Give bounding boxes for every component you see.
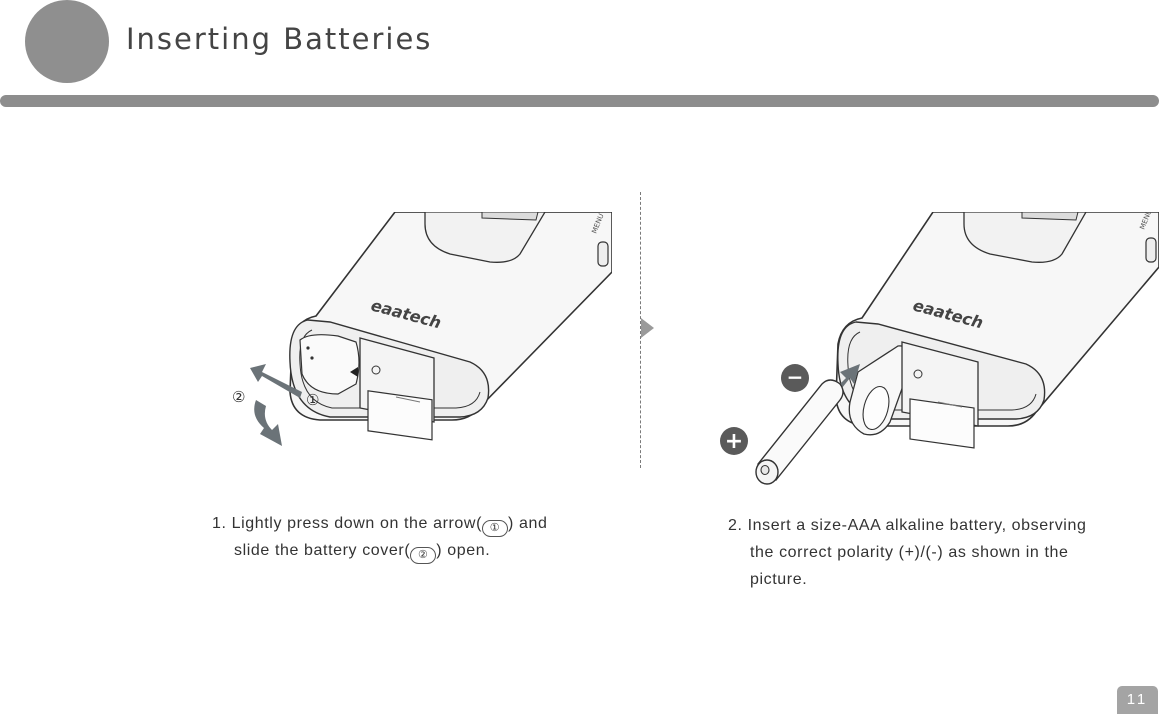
instruction-2-line-2: the correct polarity (+)/(-) as shown in…: [750, 544, 1069, 561]
header-circle-decoration: [25, 0, 109, 83]
minus-polarity-badge: −: [787, 365, 804, 389]
step-arrow-icon: [641, 318, 654, 338]
inline-callout-2: ②: [410, 547, 437, 564]
instruction-step-1: 1. Lightly press down on the arrow(①) an…: [212, 510, 547, 564]
device-illustration-2: eaatech MENU − +: [720, 212, 1159, 485]
device-illustration-1: eaatech MENU ② ①: [232, 212, 612, 446]
illustration-open-cover: eaatech MENU ② ①: [220, 212, 612, 462]
callout-2: ②: [232, 388, 245, 406]
plus-polarity-badge: +: [725, 429, 743, 454]
instruction-2-line-3: picture.: [750, 571, 808, 588]
instruction-2-line-1: 2. Insert a size-AAA alkaline battery, o…: [728, 517, 1087, 534]
inline-callout-1: ①: [482, 520, 509, 537]
header-bar: [0, 95, 1159, 107]
page-title: Inserting Batteries: [126, 22, 433, 56]
instruction-1-line-2: slide the battery cover(②) open.: [212, 537, 547, 564]
callout-1: ①: [306, 391, 319, 409]
instruction-step-2: 2. Insert a size-AAA alkaline battery, o…: [728, 512, 1086, 593]
page-number-badge: 11: [1117, 686, 1158, 714]
illustration-insert-battery: eaatech MENU − +: [718, 212, 1159, 490]
instruction-1-line-1: 1. Lightly press down on the arrow(①) an…: [212, 510, 547, 537]
step-divider: [640, 192, 641, 468]
